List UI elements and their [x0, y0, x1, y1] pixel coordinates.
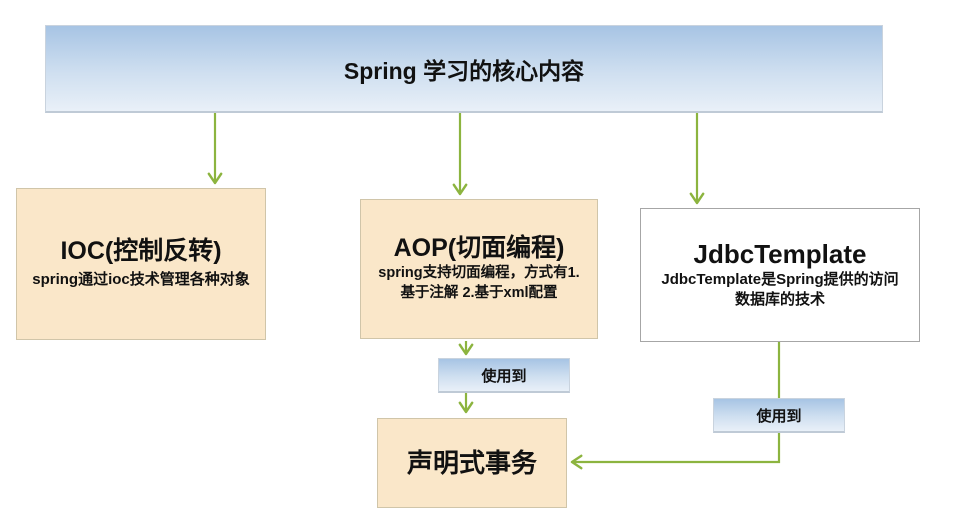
aop-box: AOP(切面编程) spring支持切面编程，方式有1. 基于注解 2.基于xm… [360, 199, 598, 339]
edge-label-jdbc-uses: 使用到 [713, 398, 845, 433]
edge-label-aop-uses: 使用到 [438, 358, 570, 393]
root-box-spring-core: Spring 学习的核心内容 [45, 25, 883, 113]
edge-label-aop-uses-text: 使用到 [481, 367, 527, 385]
jdbctemplate-box: JdbcTemplate JdbcTemplate是Spring提供的访问 数据… [640, 208, 920, 342]
root-title: Spring 学习的核心内容 [343, 57, 585, 84]
aop-title: AOP(切面编程) [393, 233, 565, 262]
aop-subtitle-line2: 基于注解 2.基于xml配置 [400, 284, 558, 301]
edge-label-jdbc-uses-text: 使用到 [756, 407, 802, 425]
ioc-title: IOC(控制反转) [60, 236, 222, 265]
aop-subtitle: spring支持切面编程，方式有1. 基于注解 2.基于xml配置 [378, 264, 579, 303]
ioc-box: IOC(控制反转) spring通过ioc技术管理各种对象 [16, 188, 266, 340]
ioc-subtitle: spring通过ioc技术管理各种对象 [32, 271, 250, 289]
jdbctemplate-title: JdbcTemplate [693, 238, 867, 269]
jdbctemplate-subtitle: JdbcTemplate是Spring提供的访问 数据库的技术 [661, 270, 898, 311]
arrow-jdbc-to-tx [570, 342, 781, 470]
declarative-transaction-title: 声明式事务 [406, 447, 537, 478]
jdbctemplate-subtitle-line1: JdbcTemplate是Spring提供的访问 [661, 270, 899, 288]
aop-subtitle-line1: spring支持切面编程，方式有1. [378, 265, 580, 282]
jdbctemplate-subtitle-line2: 数据库的技术 [734, 290, 825, 308]
declarative-transaction-box: 声明式事务 [377, 418, 567, 508]
